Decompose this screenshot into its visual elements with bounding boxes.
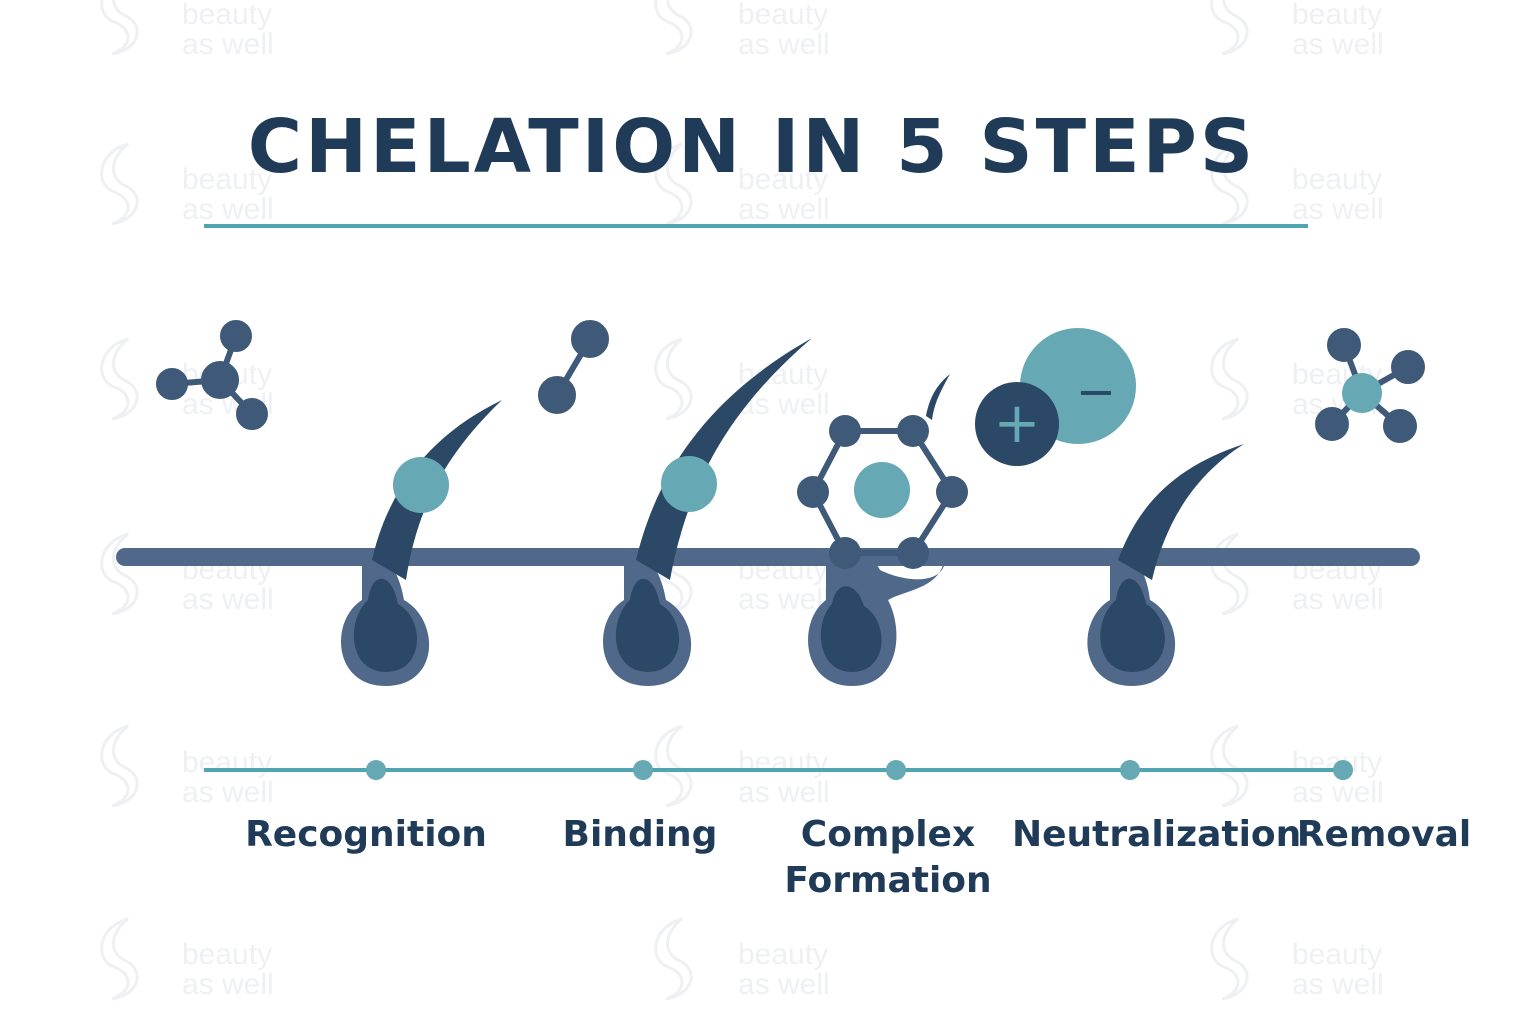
watermark-text: beauty as well	[738, 938, 830, 1001]
step-label-complex-formation: Complex Formation	[784, 814, 992, 901]
watermark-text: beauty as well	[1292, 0, 1384, 61]
released-molecule-icon	[1315, 328, 1425, 443]
timeline-dot-removal	[1333, 760, 1353, 780]
watermark-text: beauty as well	[738, 0, 830, 61]
watermark-text: beauty as well	[738, 163, 830, 226]
hair-follicle-complex-formation	[797, 374, 968, 686]
plus-sign: +	[994, 391, 1041, 456]
bound-ion	[661, 456, 717, 512]
skin-surface	[116, 548, 1420, 566]
watermark-text: beauty as well	[182, 163, 274, 226]
timeline-dot-neutralization	[1120, 760, 1140, 780]
watermark-text: beauty as well	[738, 746, 830, 809]
positive-charge	[975, 382, 1059, 466]
hair-follicle-recognition	[341, 400, 502, 686]
step-label-binding: Binding	[562, 814, 718, 855]
hair-follicle-binding	[603, 338, 812, 686]
diatomic-molecule-icon	[538, 320, 609, 414]
timeline-dot-binding	[633, 760, 653, 780]
step-label-removal: Removal	[1296, 814, 1472, 855]
watermark-text: beauty as well	[1292, 938, 1384, 1001]
step-label-neutralization: Neutralization	[1012, 814, 1302, 855]
hair-follicle-neutralization	[1087, 444, 1244, 686]
minus-sign: −	[1076, 364, 1116, 420]
ring-atoms	[797, 415, 968, 569]
watermark-text: beauty as well	[182, 938, 274, 1001]
watermark-text: beauty as well	[182, 746, 274, 809]
page-title: CHELATION IN 5 STEPS	[247, 104, 1257, 190]
charge-neutralization-icon: + −	[975, 328, 1136, 466]
timeline-dot-complex-formation	[886, 760, 906, 780]
watermark-text: beauty as well	[182, 0, 274, 61]
step-label-recognition: Recognition	[245, 814, 487, 855]
watermark-text: beauty as well	[1292, 163, 1384, 226]
target-ion	[393, 457, 449, 513]
chelated-metal-ion	[854, 462, 910, 518]
watermark-text: beauty as well	[1292, 748, 1384, 809]
molecule-icon-left	[156, 320, 268, 430]
timeline-dot-recognition	[366, 760, 386, 780]
